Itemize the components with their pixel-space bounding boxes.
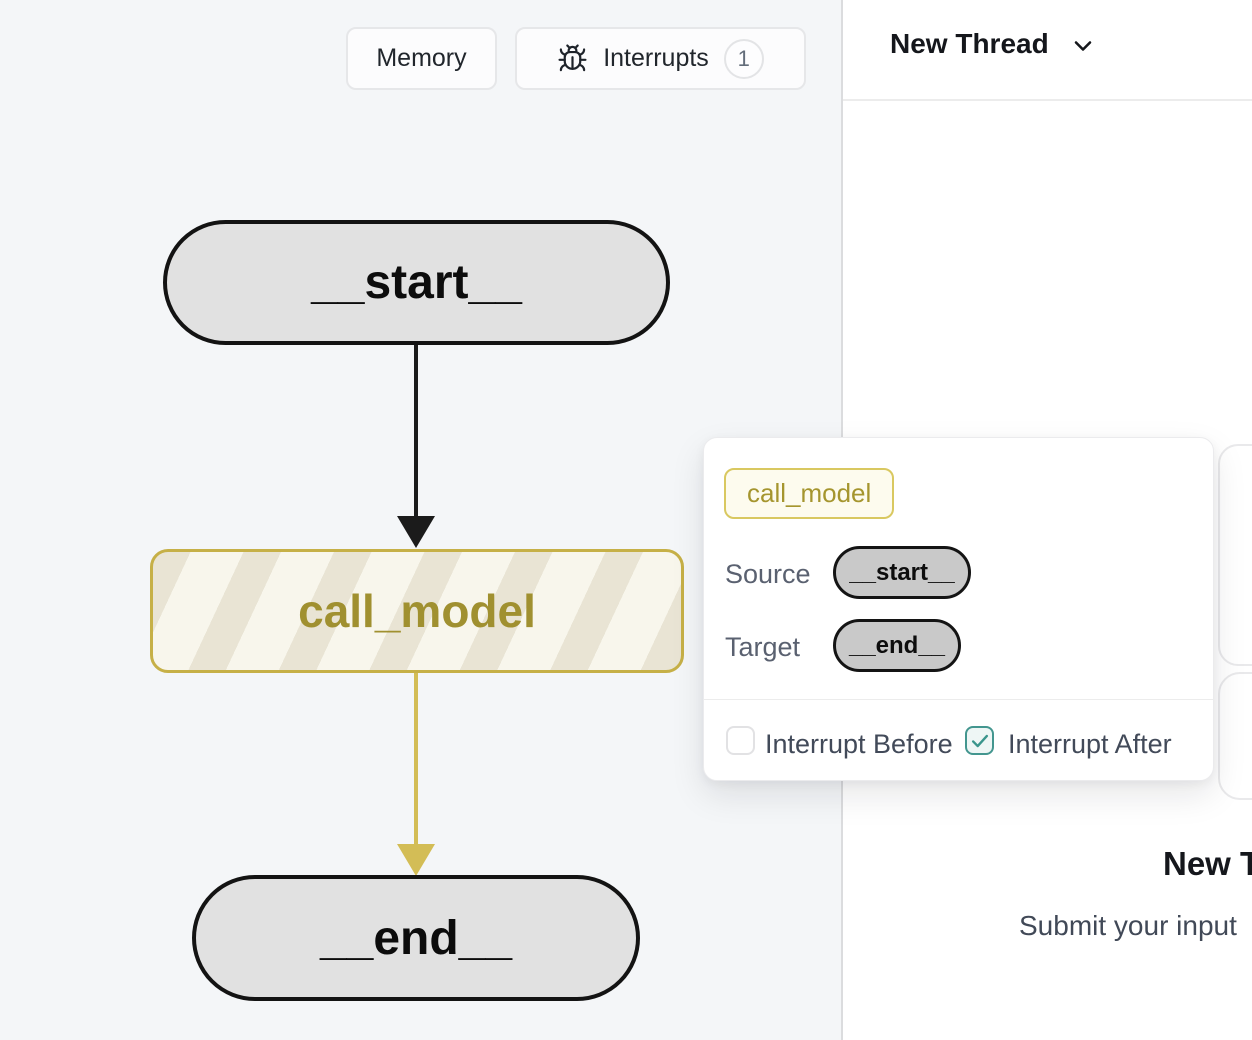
graph-node-start-label: __start__	[311, 256, 522, 309]
node-details-popover: call_model Source __start__ Target __end…	[703, 437, 1214, 781]
interrupts-button-label: Interrupts	[603, 44, 709, 72]
empty-state-title: New Thread	[1163, 845, 1252, 882]
chevron-down-icon	[1069, 32, 1097, 60]
popover-node-badge: call_model	[724, 468, 895, 519]
edge-callmodel-to-end	[414, 672, 418, 846]
graph-node-call-model[interactable]: call_model	[150, 549, 684, 673]
interrupt-after-label[interactable]: Interrupt After	[1008, 729, 1172, 759]
target-value-pill: __end__	[833, 619, 961, 672]
memory-button[interactable]: Memory	[346, 27, 497, 90]
empty-state-subtitle: Submit your input	[1019, 910, 1237, 941]
side-card	[1218, 444, 1252, 666]
thread-selector[interactable]: New Thread	[890, 28, 1097, 60]
source-label: Source	[725, 559, 811, 589]
thread-title: New Thread	[890, 28, 1049, 59]
interrupt-before-label[interactable]: Interrupt Before	[765, 729, 953, 759]
graph-node-end-label: __end__	[319, 911, 513, 965]
checkmark-icon	[969, 730, 991, 752]
interrupts-count-badge: 1	[723, 38, 764, 79]
target-label: Target	[725, 632, 801, 662]
graph-node-start[interactable]: __start__	[163, 220, 670, 345]
interrupt-before-checkbox[interactable]	[726, 726, 755, 755]
interrupt-after-checkbox[interactable]	[965, 726, 994, 755]
popover-node-badge-label: call_model	[747, 478, 872, 508]
target-value: __end__	[848, 631, 946, 659]
graph-node-end[interactable]: __end__	[192, 875, 640, 1001]
thread-header: New Thread	[843, 0, 1252, 101]
graph-canvas[interactable]: Memory Interrupts 1 __start__ call_model…	[0, 0, 841, 1040]
source-value: __start__	[849, 558, 955, 586]
source-value-pill: __start__	[833, 546, 971, 599]
arrowhead-icon	[397, 516, 435, 548]
edge-start-to-callmodel	[414, 344, 418, 518]
memory-button-label: Memory	[376, 44, 467, 72]
popover-divider	[704, 699, 1213, 700]
branch-icon	[1234, 726, 1252, 766]
graph-node-call-model-label: call_model	[298, 585, 536, 637]
bug-icon	[557, 43, 588, 74]
interrupts-button[interactable]: Interrupts 1	[515, 27, 806, 90]
arrowhead-icon	[397, 844, 435, 876]
side-action-card[interactable]	[1218, 672, 1252, 800]
